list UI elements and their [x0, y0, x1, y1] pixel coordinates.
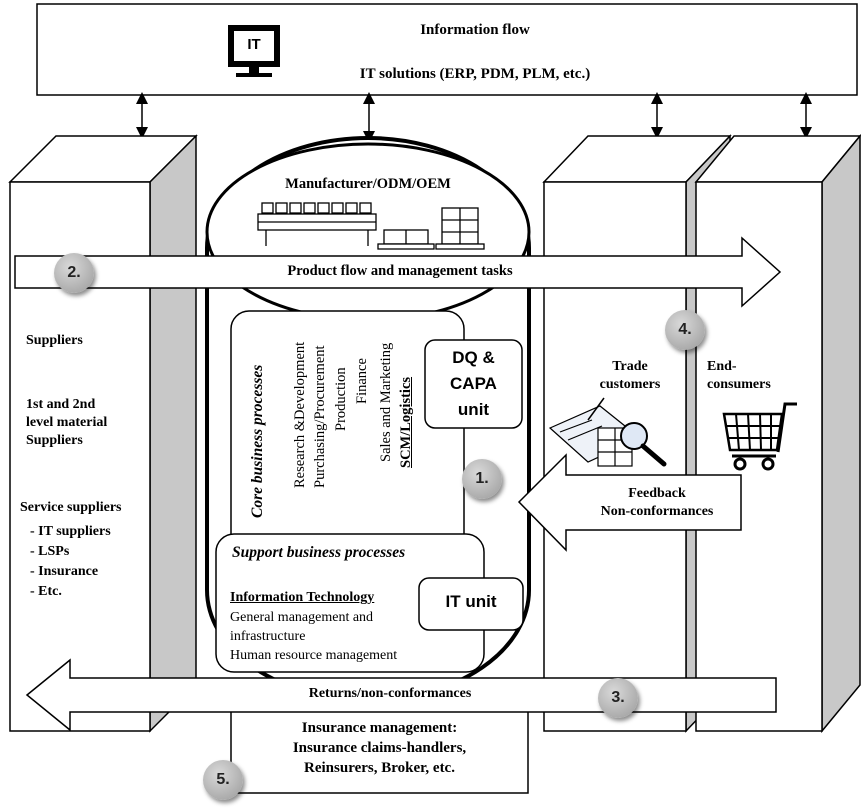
service-supplier-item: - IT suppliers [30, 524, 111, 539]
suppliers-heading: Suppliers [26, 333, 83, 348]
service-supplier-item: - Insurance [30, 564, 99, 579]
core-processes-title: Core business processes [249, 364, 266, 518]
it-unit-label: IT unit [445, 592, 497, 611]
step-3-badge: 3. [598, 678, 638, 718]
core-item-sales: Sales and Marketing [378, 342, 394, 462]
material-suppliers: 1st and 2nd level material Suppliers [26, 396, 107, 450]
dq-capa-line1: DQ & [452, 348, 495, 367]
service-supplier-item: - LSPs [30, 544, 70, 559]
support-item: General management and [230, 610, 374, 625]
information-flow-box [36, 3, 858, 96]
insurance-line2: Insurance claims-handlers, [292, 740, 467, 756]
step-1-badge: 1. [462, 459, 502, 499]
returns-label: Returns/non-conformances [308, 686, 472, 701]
service-suppliers-list: - IT suppliers - LSPs - Insurance - Etc. [30, 522, 111, 602]
support-items: General management and infrastructure Hu… [230, 608, 397, 665]
inspection-magnifier-icon [548, 397, 667, 467]
dq-capa-line3: unit [457, 400, 490, 419]
material-suppliers-line1: 1st and 2nd [26, 397, 96, 412]
core-item-finance: Finance [354, 358, 370, 404]
product-flow-arrow [14, 236, 782, 308]
step-5-badge: 5. [203, 760, 243, 800]
core-item-scm: SCM/Logistics [398, 376, 414, 468]
core-item-purchasing: Purchasing/Procurement [312, 345, 328, 488]
it-icon-label: IT [247, 36, 261, 53]
insurance-label: Insurance management: Insurance claims-h… [231, 718, 528, 778]
info-flow-subtitle: IT solutions (ERP, PDM, PLM, etc.) [359, 66, 591, 82]
it-monitor-icon [228, 25, 280, 77]
step-2-badge: 2. [54, 253, 94, 293]
core-item-rd: Research &Development [292, 341, 308, 488]
shopping-cart-icon [722, 402, 797, 471]
insurance-line3: Reinsurers, Broker, etc. [304, 760, 455, 776]
support-processes-title: Support business processes [232, 544, 406, 561]
trade-customers-line2: customers [599, 377, 661, 392]
dq-capa-unit-label: DQ & CAPA unit [425, 345, 522, 423]
support-item: Human resource management [230, 648, 398, 663]
support-item: infrastructure [230, 629, 306, 644]
end-consumers-pillar [694, 133, 861, 734]
step-4-badge: 4. [665, 310, 705, 350]
service-suppliers-heading: Service suppliers [20, 500, 122, 515]
info-flow-title: Information flow [420, 22, 530, 38]
product-flow-label: Product flow and management tasks [287, 263, 513, 279]
trade-customers-label: Trade customers [570, 358, 690, 394]
service-supplier-item: - Etc. [30, 584, 62, 599]
feedback-line1: Feedback [628, 486, 686, 501]
end-consumers-line1: End- [707, 359, 737, 374]
feedback-line2: Non-conformances [600, 504, 714, 519]
insurance-box [230, 699, 529, 794]
information-technology-heading: Information Technology [230, 590, 375, 605]
returns-arrow [25, 658, 777, 732]
conveyor-factory-icon [257, 202, 485, 250]
dq-capa-line2: CAPA [450, 374, 497, 393]
material-suppliers-line2: level material [26, 415, 108, 430]
feedback-arrow [517, 453, 742, 552]
dq-capa-unit-box [424, 339, 523, 429]
manufacturer-title: Manufacturer/ODM/OEM [285, 176, 451, 192]
it-unit-box [418, 577, 524, 631]
end-consumers-line2: consumers [707, 377, 771, 392]
material-suppliers-line3: Suppliers [26, 433, 83, 448]
end-consumers-label: End- consumers [707, 358, 771, 394]
core-item-production: Production [333, 367, 349, 431]
insurance-line1: Insurance management: [301, 720, 458, 736]
trade-customers-line1: Trade [612, 359, 648, 374]
feedback-label: Feedback Non-conformances [572, 485, 742, 521]
